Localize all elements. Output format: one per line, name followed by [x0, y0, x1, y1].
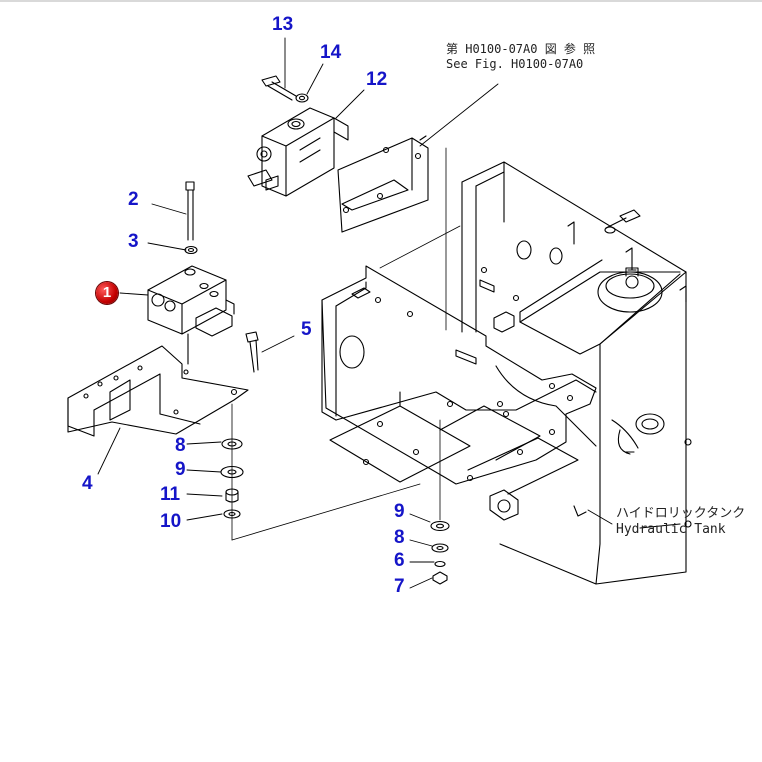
- hardware-stack-left: [220, 438, 244, 519]
- tank-bolt: [604, 209, 641, 234]
- callout-part-2[interactable]: 2: [128, 189, 139, 210]
- callout-part-6[interactable]: 6: [394, 550, 405, 571]
- hardware-stack-right: [430, 520, 450, 585]
- control-valve-1: [147, 265, 235, 365]
- mounting-bracket: [337, 135, 429, 233]
- main-frame: [321, 265, 597, 521]
- callout-part-10[interactable]: 10: [160, 511, 182, 532]
- callout-part-5[interactable]: 5: [301, 319, 312, 340]
- callout-part-8-left[interactable]: 8: [175, 435, 186, 456]
- hydraulic-tank-label-jp: ハイドロリックタンク: [616, 506, 746, 521]
- bracket-4: [67, 345, 249, 437]
- callout-part-11[interactable]: 11: [160, 484, 181, 505]
- leader-lines: [97, 37, 613, 589]
- callout-part-12[interactable]: 12: [366, 69, 388, 90]
- hydraulic-tank: [461, 161, 692, 585]
- bolt-2: [185, 181, 195, 241]
- callout-part-8-right[interactable]: 8: [394, 527, 405, 548]
- assembly-guide-lines: [231, 147, 461, 541]
- callout-part-7[interactable]: 7: [394, 576, 405, 597]
- callout-part-9-left[interactable]: 9: [175, 459, 186, 480]
- valve-block-12: [247, 107, 349, 197]
- washer-3: [184, 245, 198, 255]
- selected-part-marker-1[interactable]: 1: [96, 282, 118, 304]
- reference-note-en[interactable]: See Fig. H0100-07A0: [446, 57, 584, 71]
- reference-note: 第 H0100-07A0 図 参 照 See Fig. H0100-07A0: [446, 42, 595, 72]
- callout-part-13[interactable]: 13: [272, 14, 294, 35]
- bolt-13: [261, 75, 297, 101]
- callout-part-3[interactable]: 3: [128, 231, 139, 252]
- washer-14: [295, 93, 309, 103]
- callout-part-4[interactable]: 4: [82, 473, 93, 494]
- hydraulic-tank-label: ハイドロリックタンク Hydraulic Tank: [616, 506, 745, 539]
- callout-part-14[interactable]: 14: [320, 42, 342, 63]
- hydraulic-tank-label-en: Hydraulic Tank: [616, 522, 726, 538]
- callout-part-9-right[interactable]: 9: [394, 501, 405, 522]
- top-divider: [0, 0, 762, 2]
- reference-note-jp: 第 H0100-07A0 図 参 照: [446, 42, 596, 56]
- bolt-5: [245, 331, 259, 373]
